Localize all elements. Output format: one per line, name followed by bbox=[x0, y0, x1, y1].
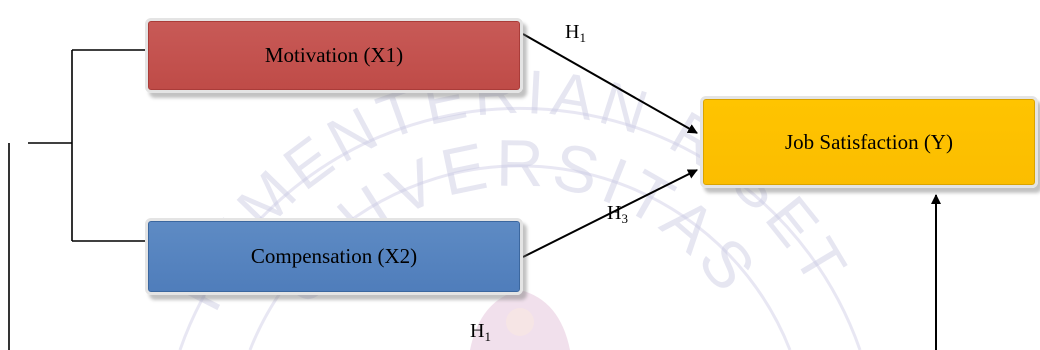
node-job-satisfaction: Job Satisfaction (Y) bbox=[700, 96, 1038, 188]
node-motivation: Motivation (X1) bbox=[145, 18, 523, 93]
bracket-connector bbox=[8, 49, 145, 350]
arrow-x1-to-y bbox=[522, 33, 698, 134]
arrow-x2-to-y bbox=[522, 169, 698, 258]
node-motivation-label: Motivation (X1) bbox=[264, 43, 404, 67]
node-compensation: Compensation (X2) bbox=[145, 218, 523, 295]
hypothesis-label-x1-y: H1 bbox=[565, 21, 586, 45]
hypothesis-label-x2-y: H3 bbox=[607, 202, 628, 226]
hypothesis-label-bottom: H1 bbox=[470, 320, 491, 344]
node-job-satisfaction-label: Job Satisfaction (Y) bbox=[785, 129, 953, 154]
node-compensation-label: Compensation (X2) bbox=[250, 244, 418, 268]
